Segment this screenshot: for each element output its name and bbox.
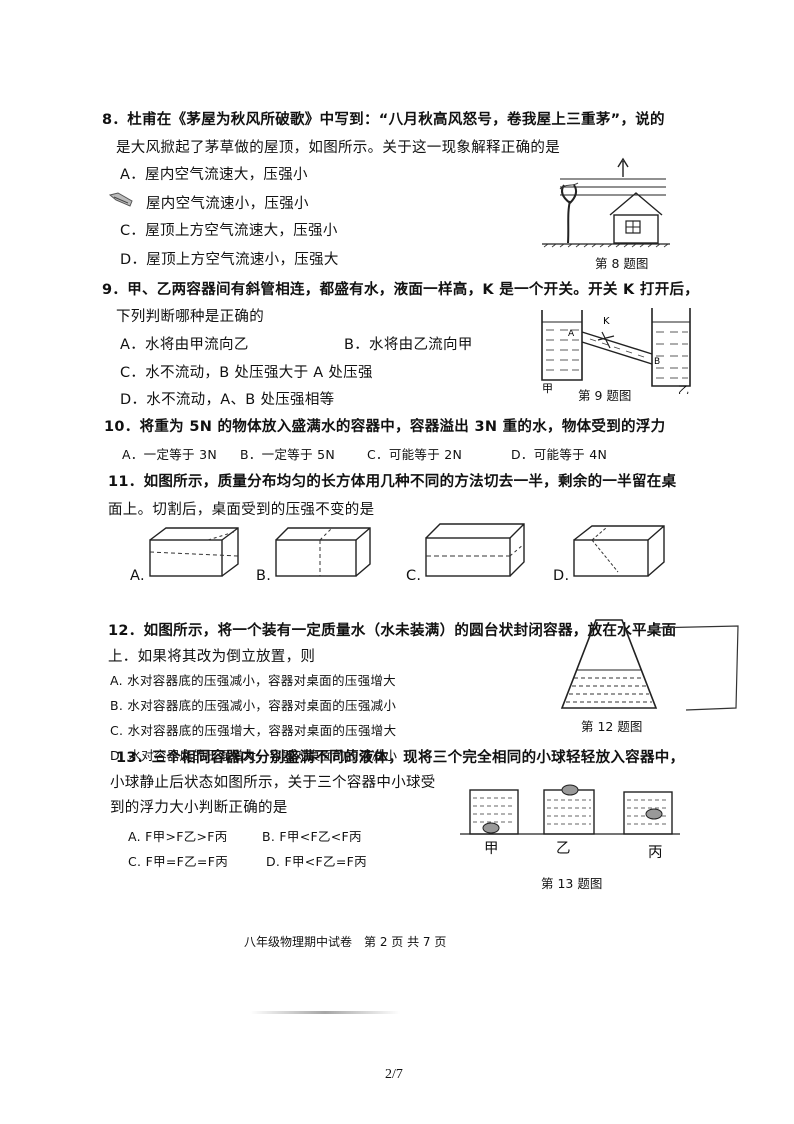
q11-label-d: D. xyxy=(553,568,570,584)
q12-stem-line2: 上．如果将其改为倒立放置，则 xyxy=(108,649,316,665)
q12-figure-frustum-container xyxy=(560,619,658,709)
q12-stem-line1: 12．如图所示，将一个装有一定质量水（水未装满）的圆台状封闭容器，放在水平桌面 xyxy=(108,623,677,639)
q8-option-c: C．屋顶上方空气流速大，压强小 xyxy=(120,223,338,239)
q13-figure-three-containers xyxy=(460,784,680,835)
q11-figure-a-diagonal-cut xyxy=(149,527,239,577)
q8-option-b: 屋内空气流速小，压强小 xyxy=(146,196,309,212)
q13-label-bing: 丙 xyxy=(648,845,663,861)
q10-option-c: C．可能等于 2N xyxy=(367,447,463,462)
q13-option-a: A. F甲>F乙>F丙 xyxy=(128,829,228,844)
q9-label-b: B xyxy=(654,357,660,367)
q8-stem-line1: 8．杜甫在《茅屋为秋风所破歌》中写到：“八月秋高风怒号，卷我屋上三重茅”，说的 xyxy=(102,112,665,128)
q9-figure-caption: 第 9 题图 xyxy=(578,388,632,403)
q8-figure-caption: 第 8 题图 xyxy=(595,256,649,271)
q9-label-yi: 乙 xyxy=(678,384,689,394)
q11-figure-d-slanted-cut xyxy=(573,525,665,577)
q9-stem-line2: 下列判断哪种是正确的 xyxy=(116,309,264,325)
q10-option-a: A．一定等于 3N xyxy=(122,447,218,462)
scan-smudge xyxy=(250,1011,400,1014)
q9-label-a: A xyxy=(568,329,575,339)
q12-handwritten-sketch xyxy=(649,625,739,711)
q11-label-a: A. xyxy=(130,568,145,584)
q11-stem-line2: 面上。切割后，桌面受到的压强不变的是 xyxy=(108,502,375,518)
q8-option-a: A．屋内空气流速大，压强小 xyxy=(120,167,308,183)
q8-figure-house xyxy=(542,157,670,248)
q9-option-b: B．水将由乙流向甲 xyxy=(344,337,473,353)
q12-option-b: B. 水对容器底的压强减小，容器对桌面的压强减小 xyxy=(110,698,397,713)
q13-stem-line2: 小球静止后状态如图所示，关于三个容器中小球受 xyxy=(110,775,436,791)
q10-option-d: D．可能等于 4N xyxy=(511,447,608,462)
q11-figure-b-vertical-cut xyxy=(275,527,371,577)
q13-option-d: D. F甲<F乙=F丙 xyxy=(266,854,367,869)
q12-option-d: D. 水对容器底的压强增大，容器对桌面的压强减小 xyxy=(110,748,398,763)
q11-label-c: C. xyxy=(406,568,422,584)
q12-option-c: C. 水对容器底的压强增大，容器对桌面的压强增大 xyxy=(110,723,397,738)
q9-option-a: A．水将由甲流向乙 xyxy=(120,337,249,353)
q13-stem-line3: 到的浮力大小判断正确的是 xyxy=(110,800,288,816)
page-indicator: 2/7 xyxy=(385,1067,403,1082)
q9-figure-connected-containers: K A B 甲 乙 xyxy=(541,308,691,394)
q11-stem-line1: 11．如图所示，质量分布均匀的长方体用几种不同的方法切去一半，剩余的一半留在桌 xyxy=(108,474,677,490)
pen-mark-icon xyxy=(108,192,133,207)
q10-option-b: B．一定等于 5N xyxy=(240,447,336,462)
q11-figure-c-horizontal-cut xyxy=(425,523,525,577)
q9-option-c: C．水不流动，B 处压强大于 A 处压强 xyxy=(120,365,373,381)
page-footer: 八年级物理期中试卷 第 2 页 共 7 页 xyxy=(244,935,447,949)
q13-label-jia: 甲 xyxy=(484,841,499,857)
q9-label-k: K xyxy=(603,316,610,327)
q13-figure-caption: 第 13 题图 xyxy=(541,876,603,891)
q8-stem-line2: 是大风掀起了茅草做的屋顶，如图所示。关于这一现象解释正确的是 xyxy=(116,140,560,156)
q9-option-d: D．水不流动，A、B 处压强相等 xyxy=(120,392,335,408)
q11-label-b: B. xyxy=(256,568,272,584)
q13-label-yi: 乙 xyxy=(556,841,571,857)
q13-option-c: C. F甲=F乙=F丙 xyxy=(128,854,228,869)
q9-stem-line1: 9．甲、乙两容器间有斜管相连，都盛有水，液面一样高，K 是一个开关。开关 K 打… xyxy=(102,282,700,298)
q12-option-a: A. 水对容器底的压强减小，容器对桌面的压强增大 xyxy=(110,673,396,688)
q10-stem: 10．将重为 5N 的物体放入盛满水的容器中，容器溢出 3N 重的水，物体受到的… xyxy=(104,419,666,435)
q13-option-b: B. F甲<F乙<F丙 xyxy=(262,829,362,844)
q13-stem-line1: 13．三个相同容器内分别盛满不同的液体，现将三个完全相同的小球轻轻放入容器中， xyxy=(116,750,685,766)
q12-figure-caption: 第 12 题图 xyxy=(581,719,643,734)
q9-label-jia: 甲 xyxy=(542,382,553,394)
q8-option-d: D．屋顶上方空气流速小，压强大 xyxy=(120,252,339,268)
